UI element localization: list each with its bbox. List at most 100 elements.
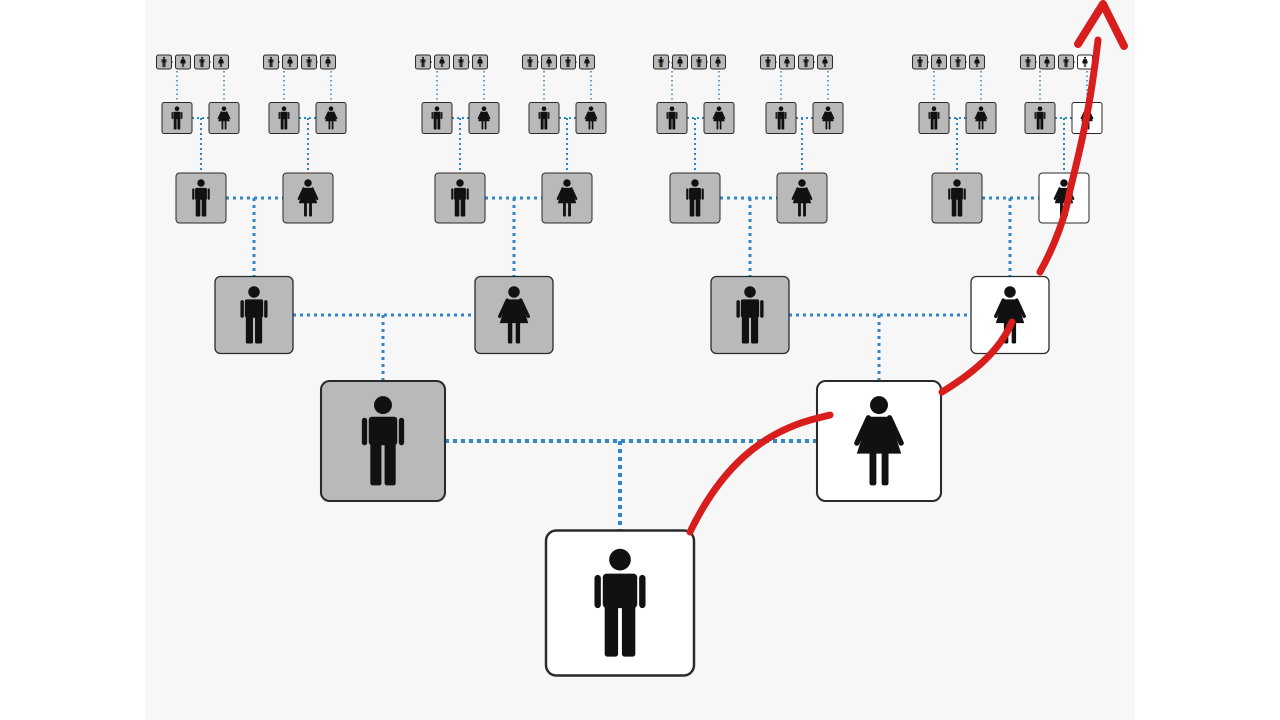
female-person-box-gen1-1: [815, 379, 943, 503]
female-figure-icon: [715, 56, 721, 68]
female-figure-icon: [821, 106, 835, 130]
male-figure-icon: [775, 106, 787, 130]
female-figure-icon: [1082, 56, 1088, 68]
female-person-box-gen5-7: [320, 54, 336, 70]
female-person-box-gen5-11: [472, 54, 488, 70]
arrowhead-icon: [1074, 0, 1128, 50]
male-person-box-gen5-16: [653, 54, 669, 70]
male-figure-icon: [306, 56, 312, 68]
female-figure-icon: [477, 56, 483, 68]
female-figure-icon: [791, 179, 813, 217]
male-person-box-gen4-10: [765, 102, 797, 134]
female-figure-icon: [936, 56, 942, 68]
male-person-box-gen3-4: [669, 172, 721, 224]
male-figure-icon: [736, 286, 764, 344]
female-person-box-gen4-1: [208, 102, 240, 134]
female-person-box-gen5-5: [282, 54, 298, 70]
female-person-box-gen3-1: [282, 172, 334, 224]
female-person-box-gen5-27: [969, 54, 985, 70]
male-figure-icon: [171, 106, 183, 130]
female-figure-icon: [287, 56, 293, 68]
lineage-arrow-path: [686, 36, 1102, 536]
male-person-box-gen4-14: [1024, 102, 1056, 134]
female-person-box-gen3-3: [541, 172, 593, 224]
male-figure-icon: [240, 286, 268, 344]
male-figure-icon: [1034, 106, 1046, 130]
male-figure-icon: [527, 56, 533, 68]
male-person-box-gen5-18: [691, 54, 707, 70]
male-figure-icon: [431, 106, 443, 130]
person-boxes: [156, 54, 1103, 677]
male-person-box-gen0-0: [544, 529, 696, 677]
female-person-box-gen2-3: [970, 275, 1050, 355]
male-person-box-gen5-10: [453, 54, 469, 70]
female-figure-icon: [297, 179, 319, 217]
male-person-box-gen2-2: [710, 275, 790, 355]
male-person-box-gen5-20: [760, 54, 776, 70]
male-figure-icon: [278, 106, 290, 130]
male-figure-icon: [538, 106, 550, 130]
female-person-box-gen5-23: [817, 54, 833, 70]
male-figure-icon: [948, 179, 966, 217]
female-person-box-gen4-13: [965, 102, 997, 134]
male-person-box-gen3-0: [175, 172, 227, 224]
male-figure-icon: [666, 106, 678, 130]
female-person-box-gen4-9: [703, 102, 735, 134]
female-figure-icon: [584, 56, 590, 68]
female-person-box-gen5-13: [541, 54, 557, 70]
male-figure-icon: [696, 56, 702, 68]
female-person-box-gen5-29: [1039, 54, 1055, 70]
male-figure-icon: [458, 56, 464, 68]
male-person-box-gen5-28: [1020, 54, 1036, 70]
male-person-box-gen4-8: [656, 102, 688, 134]
male-figure-icon: [361, 396, 405, 486]
connector-lines: [171, 61, 1088, 531]
female-person-box-gen4-3: [315, 102, 347, 134]
male-person-box-gen5-2: [194, 54, 210, 70]
female-figure-icon: [584, 106, 598, 130]
male-figure-icon: [161, 56, 167, 68]
male-person-box-gen4-2: [268, 102, 300, 134]
male-person-box-gen5-14: [560, 54, 576, 70]
female-figure-icon: [677, 56, 683, 68]
female-figure-icon: [546, 56, 552, 68]
female-person-box-gen5-9: [434, 54, 450, 70]
female-person-box-gen5-17: [672, 54, 688, 70]
male-figure-icon: [803, 56, 809, 68]
female-figure-icon: [217, 106, 231, 130]
male-person-box-gen4-6: [528, 102, 560, 134]
male-figure-icon: [451, 179, 469, 217]
male-figure-icon: [917, 56, 923, 68]
male-figure-icon: [192, 179, 210, 217]
male-person-box-gen5-0: [156, 54, 172, 70]
male-figure-icon: [199, 56, 205, 68]
male-person-box-gen3-6: [931, 172, 983, 224]
male-person-box-gen2-0: [214, 275, 294, 355]
male-person-box-gen5-26: [950, 54, 966, 70]
male-person-box-gen1-0: [319, 379, 447, 503]
female-figure-icon: [974, 56, 980, 68]
female-figure-icon: [218, 56, 224, 68]
female-person-box-gen5-25: [931, 54, 947, 70]
female-figure-icon: [439, 56, 445, 68]
female-person-box-gen5-3: [213, 54, 229, 70]
male-figure-icon: [594, 548, 646, 657]
male-person-box-gen5-30: [1058, 54, 1074, 70]
female-figure-icon: [477, 106, 491, 130]
female-figure-icon: [974, 106, 988, 130]
male-person-box-gen3-2: [434, 172, 486, 224]
male-person-box-gen5-6: [301, 54, 317, 70]
male-person-box-gen4-4: [421, 102, 453, 134]
female-figure-icon: [498, 286, 530, 344]
female-person-box-gen3-5: [776, 172, 828, 224]
female-figure-icon: [784, 56, 790, 68]
male-figure-icon: [658, 56, 664, 68]
male-person-box-gen4-12: [918, 102, 950, 134]
female-person-box-gen2-1: [474, 275, 554, 355]
male-figure-icon: [268, 56, 274, 68]
female-person-box-gen5-15: [579, 54, 595, 70]
female-figure-icon: [854, 396, 904, 486]
male-figure-icon: [955, 56, 961, 68]
